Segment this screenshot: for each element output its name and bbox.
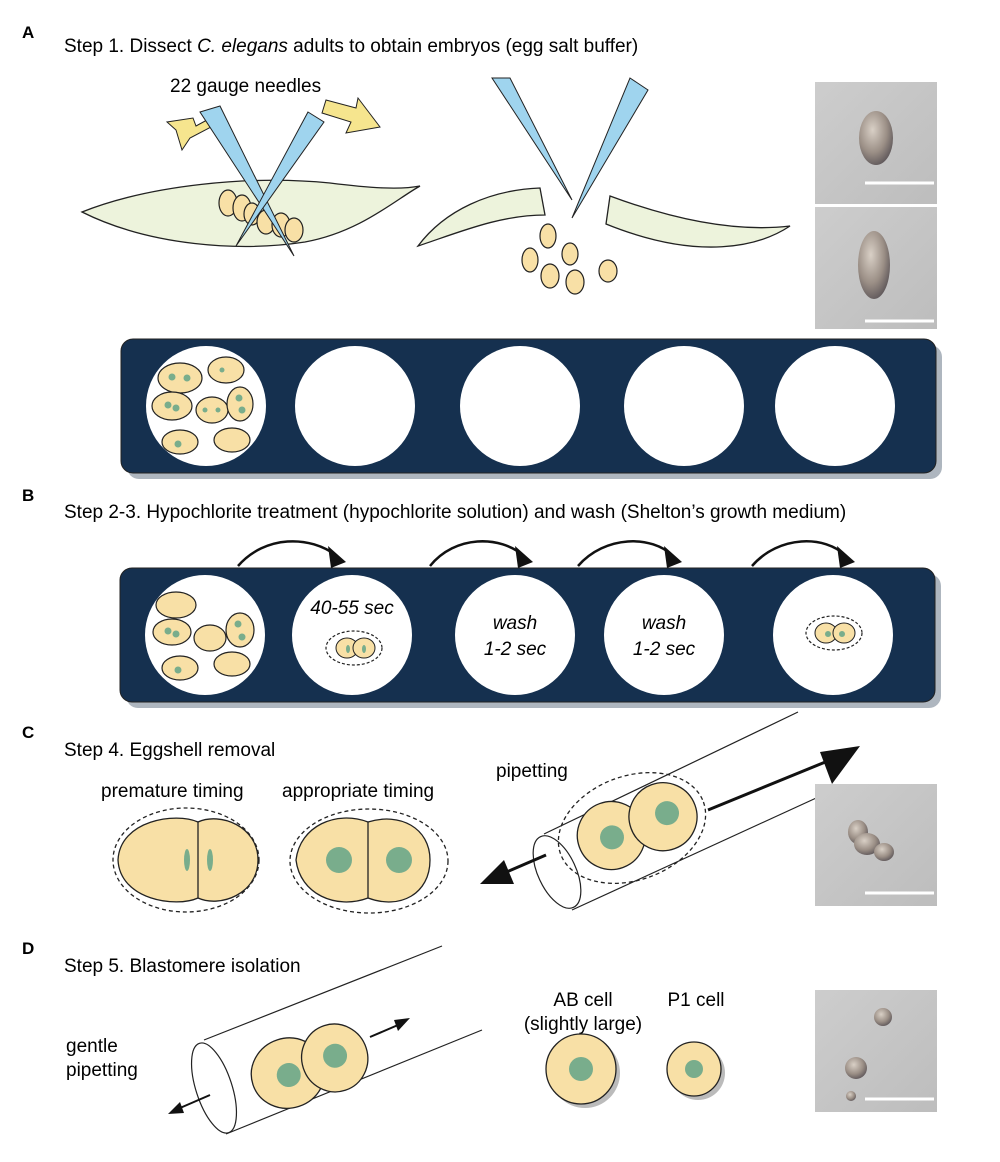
transfer-arrow-icon — [577, 540, 674, 567]
nucleus — [386, 847, 412, 873]
panel-d-title: Step 5. Blastomere isolation — [64, 956, 301, 977]
blastomere-photo-blob — [846, 1091, 856, 1101]
panel-b-letter: B — [22, 486, 34, 505]
needle-right-2 — [571, 77, 649, 219]
pipetting-arrow-shaft — [501, 853, 547, 876]
ab-cell-sublabel: (slightly large) — [524, 1014, 642, 1035]
embryo-group-well-a — [151, 356, 254, 455]
embryo-appropriate — [295, 817, 431, 903]
nucleus — [839, 631, 845, 637]
embryo-photo-blob — [859, 111, 893, 165]
well — [295, 346, 415, 466]
well-2-time-label: 40-55 sec — [310, 598, 394, 619]
panel-d-letter: D — [22, 939, 34, 958]
embryo-dashed-shell — [805, 615, 863, 651]
nucleus — [326, 847, 352, 873]
yellow-arrow-right-icon — [321, 96, 381, 134]
premature-timing-label: premature timing — [101, 781, 244, 802]
needle-right — [235, 111, 325, 247]
blastomere-photo-blob — [845, 1057, 867, 1079]
eggshell-dashed — [112, 807, 260, 913]
needle-left-2 — [491, 77, 573, 201]
transfer-arrowheads — [328, 546, 855, 568]
well — [775, 346, 895, 466]
yellow-arrow-left-icon — [165, 112, 220, 152]
worm-cut-left — [416, 187, 546, 248]
gentle-arrow-right-icon — [394, 1018, 410, 1031]
panel-c-letter: C — [22, 723, 34, 742]
gentle-arrow-shaft — [369, 1024, 399, 1038]
pipette-opening — [190, 1042, 238, 1134]
ab-nucleus — [569, 1057, 593, 1081]
p1-nucleus — [685, 1060, 703, 1078]
well-3-wash-label: wash — [493, 613, 537, 634]
eggshell-dashed — [289, 808, 449, 914]
well — [460, 346, 580, 466]
gentle-arrow-left-icon — [168, 1102, 184, 1114]
well-3-time-label: 1-2 sec — [484, 639, 547, 660]
well-4-time-label: 1-2 sec — [633, 639, 696, 660]
appropriate-timing-label: appropriate timing — [282, 781, 434, 802]
panel-c-title: Step 4. Eggshell removal — [64, 740, 275, 761]
arrowhead-icon — [515, 546, 533, 568]
transfer-arrow-icon — [429, 540, 525, 567]
arrowhead-icon — [664, 546, 682, 568]
pipette-tube-edge — [203, 945, 443, 1041]
gentle-arrow-shaft — [179, 1094, 211, 1109]
panel-a-title-pre: Step 1. Dissect — [64, 36, 197, 57]
arrowhead-icon — [837, 546, 855, 568]
transfer-arrow-icon — [237, 540, 338, 567]
ab-cell-label: AB cell — [553, 990, 612, 1011]
micrograph-d — [815, 990, 937, 1112]
embryo-photo-blob — [848, 820, 894, 861]
panel-a-letter: A — [22, 23, 34, 42]
panel-a-title: Step 1. Dissect C. elegans adults to obt… — [64, 36, 638, 57]
well — [604, 575, 724, 695]
nucleus — [346, 645, 350, 653]
needle-left — [199, 105, 295, 257]
well-4-wash-label: wash — [642, 613, 686, 634]
embryo-cluster-worm — [218, 189, 304, 243]
nuclei-well-a — [164, 367, 246, 448]
embryos-released — [521, 223, 618, 295]
nucleus — [207, 849, 213, 871]
eggshell-dashed — [557, 772, 707, 884]
nucleus — [184, 849, 190, 871]
p1-cell-label: P1 cell — [667, 990, 724, 1011]
blastomere-photo-blob — [874, 1008, 892, 1026]
nucleus — [825, 631, 831, 637]
embryo-in-pipette — [576, 782, 698, 871]
needles-label: 22 gauge needles — [170, 76, 321, 97]
embryo-dashed-shell — [325, 630, 383, 666]
pipette-tube-edge — [571, 787, 839, 911]
pipetting-label: pipetting — [496, 761, 568, 782]
panel-b-title: Step 2-3. Hypochlorite treatment (hypoch… — [64, 502, 846, 523]
nucleus — [362, 645, 366, 653]
arrowhead-icon — [328, 546, 346, 568]
embryo-in-pipette-d — [250, 1023, 369, 1109]
embryo-photo-blob — [858, 231, 890, 299]
pipetting-arrow-left-icon — [480, 860, 514, 884]
gentle-label: gentle — [66, 1036, 118, 1057]
transfer-arrow-icon — [751, 540, 847, 567]
embryo-group-well-b — [152, 591, 255, 681]
panel-a-title-post: adults to obtain embryos (egg salt buffe… — [288, 36, 638, 57]
pipetting-label-d: pipetting — [66, 1060, 138, 1081]
pipetting-arrow-shaft — [707, 754, 841, 812]
panel-a-title-italic: C. elegans — [197, 36, 288, 57]
well — [455, 575, 575, 695]
well — [292, 575, 412, 695]
pipetting-arrow-right-icon — [820, 746, 860, 784]
worm-cut-right — [605, 195, 791, 248]
nuclei-well-b — [164, 620, 246, 674]
well — [624, 346, 744, 466]
